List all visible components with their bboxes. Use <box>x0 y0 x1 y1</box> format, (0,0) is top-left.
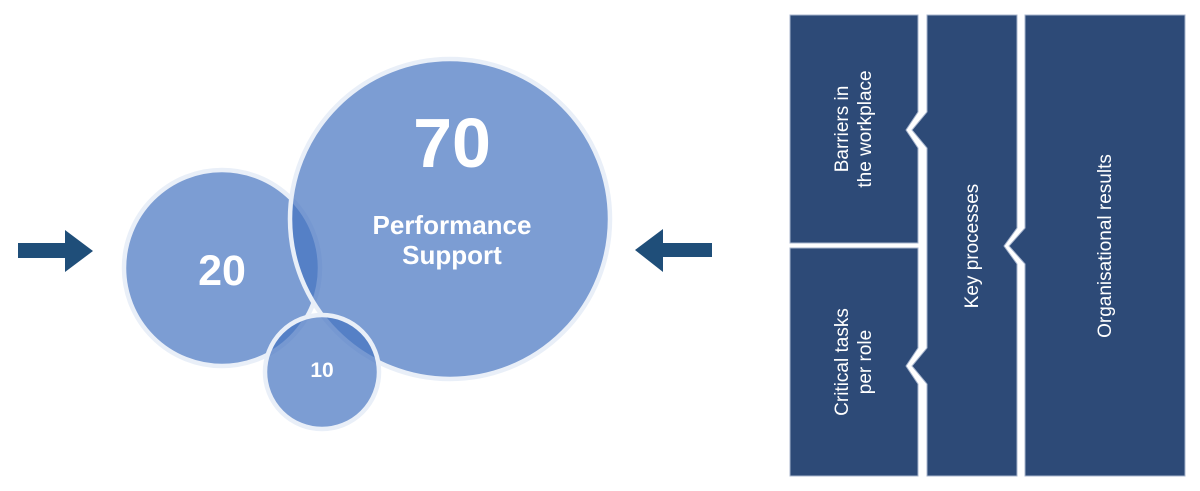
arrow-left-icon <box>635 229 712 272</box>
circle-70 <box>287 56 613 382</box>
block-barriers-in-the-workplace <box>789 14 919 244</box>
process-blocks <box>789 14 1186 477</box>
block-key-processes <box>911 14 1018 477</box>
block-critical-tasks-per-role <box>789 247 919 477</box>
venn-diagram <box>121 56 613 432</box>
arrow-right-icon <box>18 230 93 272</box>
block-organisational-results <box>1008 14 1186 477</box>
circle-10 <box>262 312 382 432</box>
arrows <box>18 229 712 272</box>
